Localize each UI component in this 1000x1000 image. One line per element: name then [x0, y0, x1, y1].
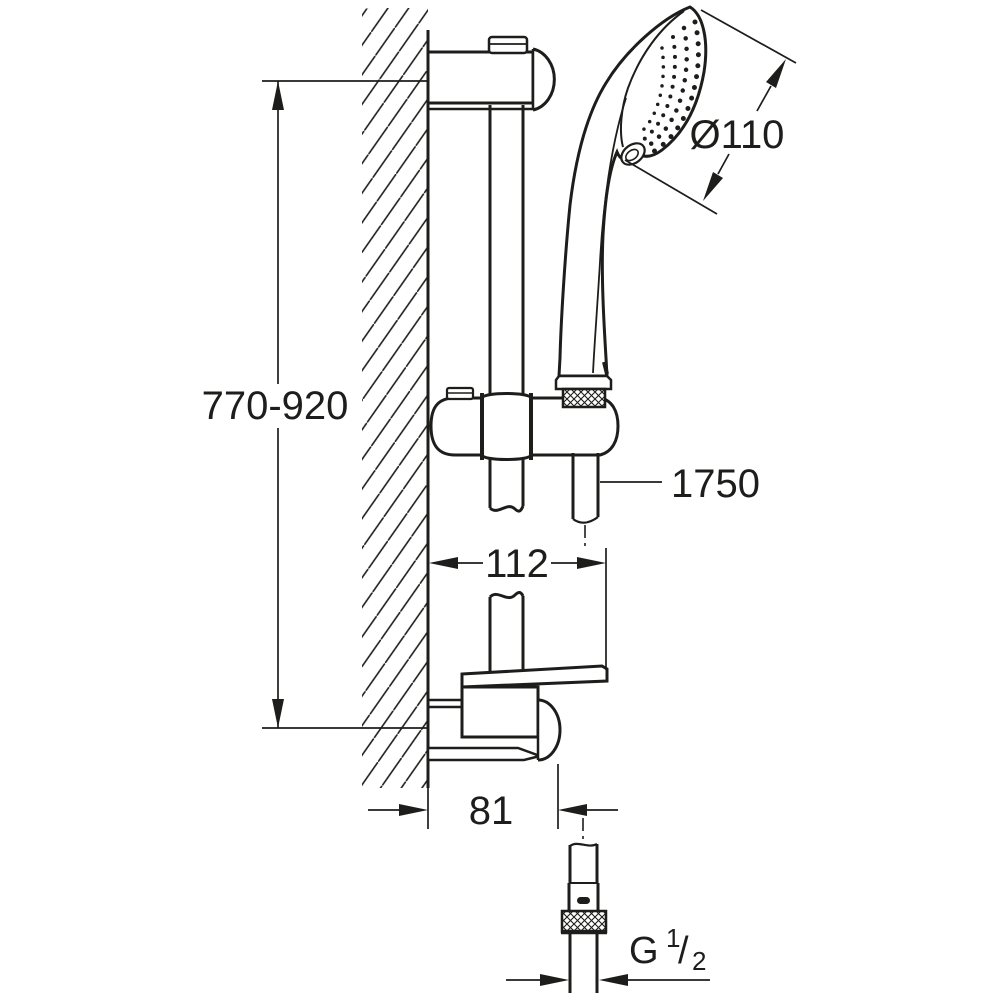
arrow-left-into-cap	[558, 804, 587, 816]
wall-section	[362, 8, 430, 788]
dimension-bracket-depth: 81	[368, 764, 618, 833]
top-wall-bracket	[426, 35, 556, 112]
arrow-lower-left	[703, 172, 723, 201]
handle-seam	[602, 361, 609, 375]
handle-highlight-line	[592, 97, 627, 374]
hand-shower	[554, 5, 708, 409]
dimension-thread: G 1 / 2	[506, 923, 710, 986]
thread-label-denominator: 2	[692, 946, 706, 976]
top-bracket-end-cap	[532, 47, 556, 112]
arrow-up	[272, 81, 284, 110]
bottom-bracket-body	[460, 685, 540, 739]
dim-holder-depth-label: 112	[485, 542, 549, 586]
hand-shower-body	[557, 5, 708, 378]
rail-tube-upper	[488, 105, 525, 394]
dimension-hose-length: 1750	[600, 462, 760, 506]
hose-connector	[560, 818, 608, 993]
handle-knurled-nut	[561, 387, 607, 409]
arrow-left	[429, 557, 458, 569]
arrow-upper-right	[766, 59, 786, 88]
thread-label-numerator: 1	[666, 923, 680, 953]
dimension-holder-depth: 112	[429, 542, 607, 670]
dimension-height-range: 770-920	[202, 80, 428, 729]
bottom-bracket-arm	[426, 746, 545, 762]
rail-tube-lower	[488, 591, 525, 676]
arrow-right-into-wall	[399, 804, 428, 816]
thread-label-g: G	[629, 930, 659, 972]
holder-lock-knob	[445, 386, 475, 401]
arrow-down	[272, 699, 284, 728]
shower-hose-upper	[571, 453, 600, 551]
rail-tube-break-upper	[488, 459, 525, 513]
dim-hose-length-label: 1750	[671, 462, 760, 506]
dim-height-range-label: 770-920	[202, 384, 349, 428]
connector-knurled-nut	[560, 909, 608, 935]
bottom-wall-bracket	[426, 664, 609, 762]
soap-shelf	[460, 664, 609, 689]
top-bracket-screw-knob	[487, 35, 529, 55]
arrow-left-thread	[599, 974, 628, 986]
bottom-bracket-end-cap	[537, 698, 562, 762]
dim-head-diameter-label: Ø110	[690, 113, 785, 157]
dim-bracket-depth-label: 81	[469, 789, 514, 833]
thread-label-slash: /	[678, 930, 689, 972]
arrow-right-thread	[540, 974, 569, 986]
hand-shower-rim-line	[619, 10, 685, 148]
spray-face-pivot-cap	[620, 142, 646, 166]
slider-holder	[429, 386, 620, 461]
dimension-head-diameter: Ø110	[624, 9, 797, 215]
connector-index-mark	[577, 897, 590, 904]
spray-face-nozzles	[636, 19, 701, 155]
arrow-right	[577, 557, 606, 569]
wall-hatching	[362, 8, 428, 788]
handle-end-flare	[554, 374, 613, 391]
